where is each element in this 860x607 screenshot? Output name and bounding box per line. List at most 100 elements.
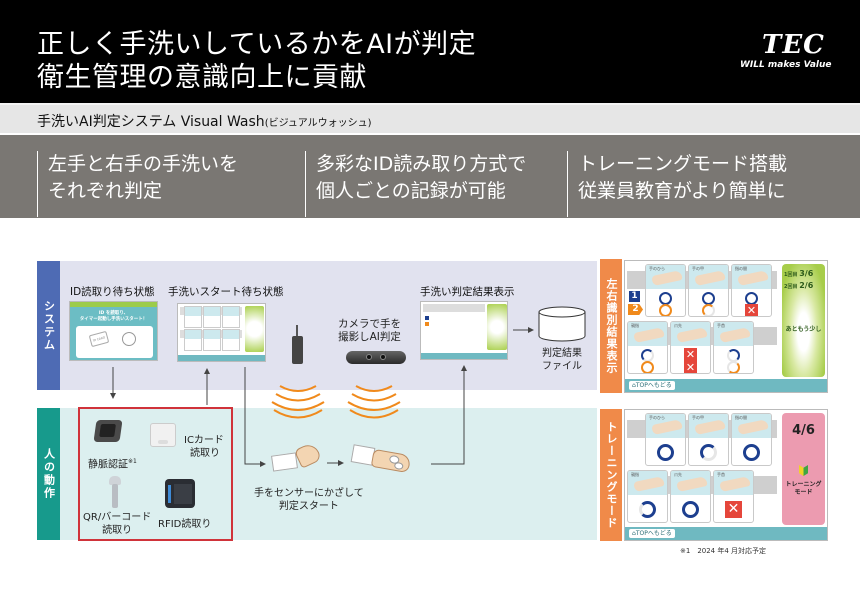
screen-footer <box>625 527 827 540</box>
sensor-waves <box>271 385 325 419</box>
stopwatch-icon <box>122 332 136 346</box>
camera-lens-icon <box>380 354 386 360</box>
round-2-score: 2回目 2/6 <box>784 281 813 290</box>
id-wait-screen-message: ID を読取り、 タイマー起動し手洗いスタート！ <box>70 311 157 323</box>
home-icon: ⌂ <box>632 530 636 537</box>
status-panel <box>245 306 264 352</box>
hand-illustration <box>719 326 751 344</box>
encouragement-message: あともう少し <box>785 326 822 333</box>
step-card <box>203 329 221 351</box>
barcode-scanner-head <box>109 476 121 485</box>
hand-1-badge <box>425 316 429 320</box>
result-circle-full <box>682 501 699 518</box>
training-mode-screen: 手のひら 手の甲 指の間 親指 爪先 手首 ✕ 4/6 トレーニング モード ⌂… <box>624 409 828 541</box>
round-1-label: 1回目 <box>784 272 798 278</box>
back-to-top-button[interactable]: ⌂TOPへもどる <box>629 381 675 390</box>
result-fail-x-icon: ✕ <box>725 501 742 518</box>
qr-barcode-label-1: QR/バーコード <box>83 512 152 523</box>
camera-waves <box>347 385 401 419</box>
footnote: ※1 2024 年4 月対応予定 <box>680 547 767 555</box>
header-banner: 正しく手洗いしているかをAIが判定 衛生管理の意識向上に貢献 TEC WILL … <box>0 0 860 103</box>
back-to-top-label: TOPへもどる <box>635 382 672 389</box>
hand-action-caption-1: 手をセンサーにかざして <box>254 488 364 499</box>
step-card-nails: 爪先 <box>670 470 711 523</box>
rfid-panel <box>174 484 192 504</box>
headline: 正しく手洗いしているかをAIが判定 衛生管理の意識向上に貢献 <box>37 28 476 94</box>
result-circle-full <box>641 361 654 373</box>
hand-2-badge <box>425 322 429 326</box>
step-id-wait-title: ID読取り待ち状態 <box>70 286 155 298</box>
score-panel: 1回目 3/6 2回目 2/6 あともう少し <box>782 264 825 377</box>
headline-line-2: 衛生管理の意識向上に貢献 <box>37 62 367 93</box>
training-mode-badge: トレーニング モード <box>782 481 825 497</box>
training-score-panel: 4/6 トレーニング モード <box>782 413 825 525</box>
result-circle-full <box>743 444 760 461</box>
result-circle-full <box>657 444 674 461</box>
step-label: 手のひら <box>649 415 665 420</box>
step-label: 指の間 <box>735 266 747 271</box>
sleeve-icon <box>271 452 298 472</box>
lr-result-screen: 1 2 手のひら 手の甲 指の間 ✕ 親指 爪先 ✕ ✕ 手首 1回目 3/6 … <box>624 260 828 393</box>
qr-barcode-label-2: 読取り <box>102 525 133 536</box>
arrow-washing-to-result <box>431 365 467 465</box>
hand-action-caption: 手をセンサーにかざして 判定スタート <box>254 487 364 513</box>
camera-caption: カメラで手を 撮影しAI判定 <box>338 318 401 344</box>
screen-message-2: タイマー起動し手洗いスタート！ <box>79 317 148 322</box>
screen-header-bar <box>70 302 157 307</box>
camera-caption-2: 撮影しAI判定 <box>338 331 401 343</box>
step-card-nails: 爪先 ✕ ✕ <box>670 321 711 374</box>
result-file-caption: 判定結果 ファイル <box>542 347 582 373</box>
step-label: 手の甲 <box>692 266 704 271</box>
home-icon: ⌂ <box>632 382 636 389</box>
hand-illustration <box>633 475 665 493</box>
ic-card-label-1: ICカード <box>184 435 224 446</box>
step-card-fingers: 指の間 ✕ <box>731 264 772 317</box>
feature-band: 左手と右手の手洗いを それぞれ判定 多彩なID読み取り方式で 個人ごとの記録が可… <box>0 135 860 218</box>
round-2-label: 2回目 <box>784 284 798 290</box>
round-1-score: 1回目 3/6 <box>784 269 813 278</box>
vein-scanner-pad <box>99 424 116 437</box>
hand-illustration <box>651 418 683 436</box>
step-result-display-title: 手洗い判定結果表示 <box>420 286 515 298</box>
step-label: 手の甲 <box>692 415 704 420</box>
tec-logo: TEC WILL makes Value <box>740 30 832 70</box>
hand-illustration <box>676 326 708 344</box>
arrow-wash-wait-to-hand <box>244 367 266 467</box>
feature-3-line-2: 従業員教育がより簡単に <box>578 180 786 202</box>
feature-1-line-2: それぞれ判定 <box>48 180 163 202</box>
system-lane-label: システム <box>37 261 60 390</box>
ic-reader-base <box>158 440 168 444</box>
ic-card-label-2: 読取り <box>190 448 220 459</box>
result-circle-full <box>659 304 672 316</box>
product-name: 手洗いAI判定システム Visual Wash <box>37 114 265 130</box>
database-body <box>538 312 586 342</box>
wash-wait-screen <box>177 303 266 362</box>
result-fail-x-icon: ✕ <box>684 361 697 374</box>
rfid-label: RFID読取り <box>158 519 212 530</box>
back-to-top-button[interactable]: ⌂TOPへもどる <box>629 529 675 538</box>
human-action-lane: 人の動作 <box>37 408 597 540</box>
hand-illustration <box>651 269 683 287</box>
step-card <box>222 306 240 328</box>
step-card-fingers: 指の間 <box>731 413 772 466</box>
feature-2-line-1: 多彩なID読み取り方式で <box>316 153 527 175</box>
result-circle-partial <box>727 349 740 362</box>
product-reading: (ビジュアルウォッシュ) <box>264 118 372 129</box>
camera-caption-1: カメラで手を <box>338 318 401 330</box>
training-mode-text-2: モード <box>794 489 813 496</box>
feature-3-line-1: トレーニングモード搭載 <box>578 153 788 175</box>
step-card-back: 手の甲 <box>688 413 729 466</box>
qr-barcode-label: QR/バーコード 読取り <box>83 511 151 537</box>
headline-line-1: 正しく手洗いしているかをAIが判定 <box>37 29 477 60</box>
step-label: 爪先 <box>674 323 682 328</box>
vein-auth-label: 静脈認証※1 <box>88 455 137 471</box>
vein-auth-note: ※1 <box>128 458 137 465</box>
hand-sensor-icon <box>292 336 303 364</box>
result-display-screen <box>420 301 508 360</box>
hand-action-caption-2: 判定スタート <box>278 501 339 512</box>
logo-wordmark: TEC <box>762 30 825 60</box>
screen-footer <box>625 379 827 392</box>
hand-illustration <box>694 418 726 436</box>
product-subtitle: 手洗いAI判定システム Visual Wash(ビジュアルウォッシュ) <box>37 111 372 131</box>
ic-card-label: ICカード 読取り <box>184 434 224 460</box>
